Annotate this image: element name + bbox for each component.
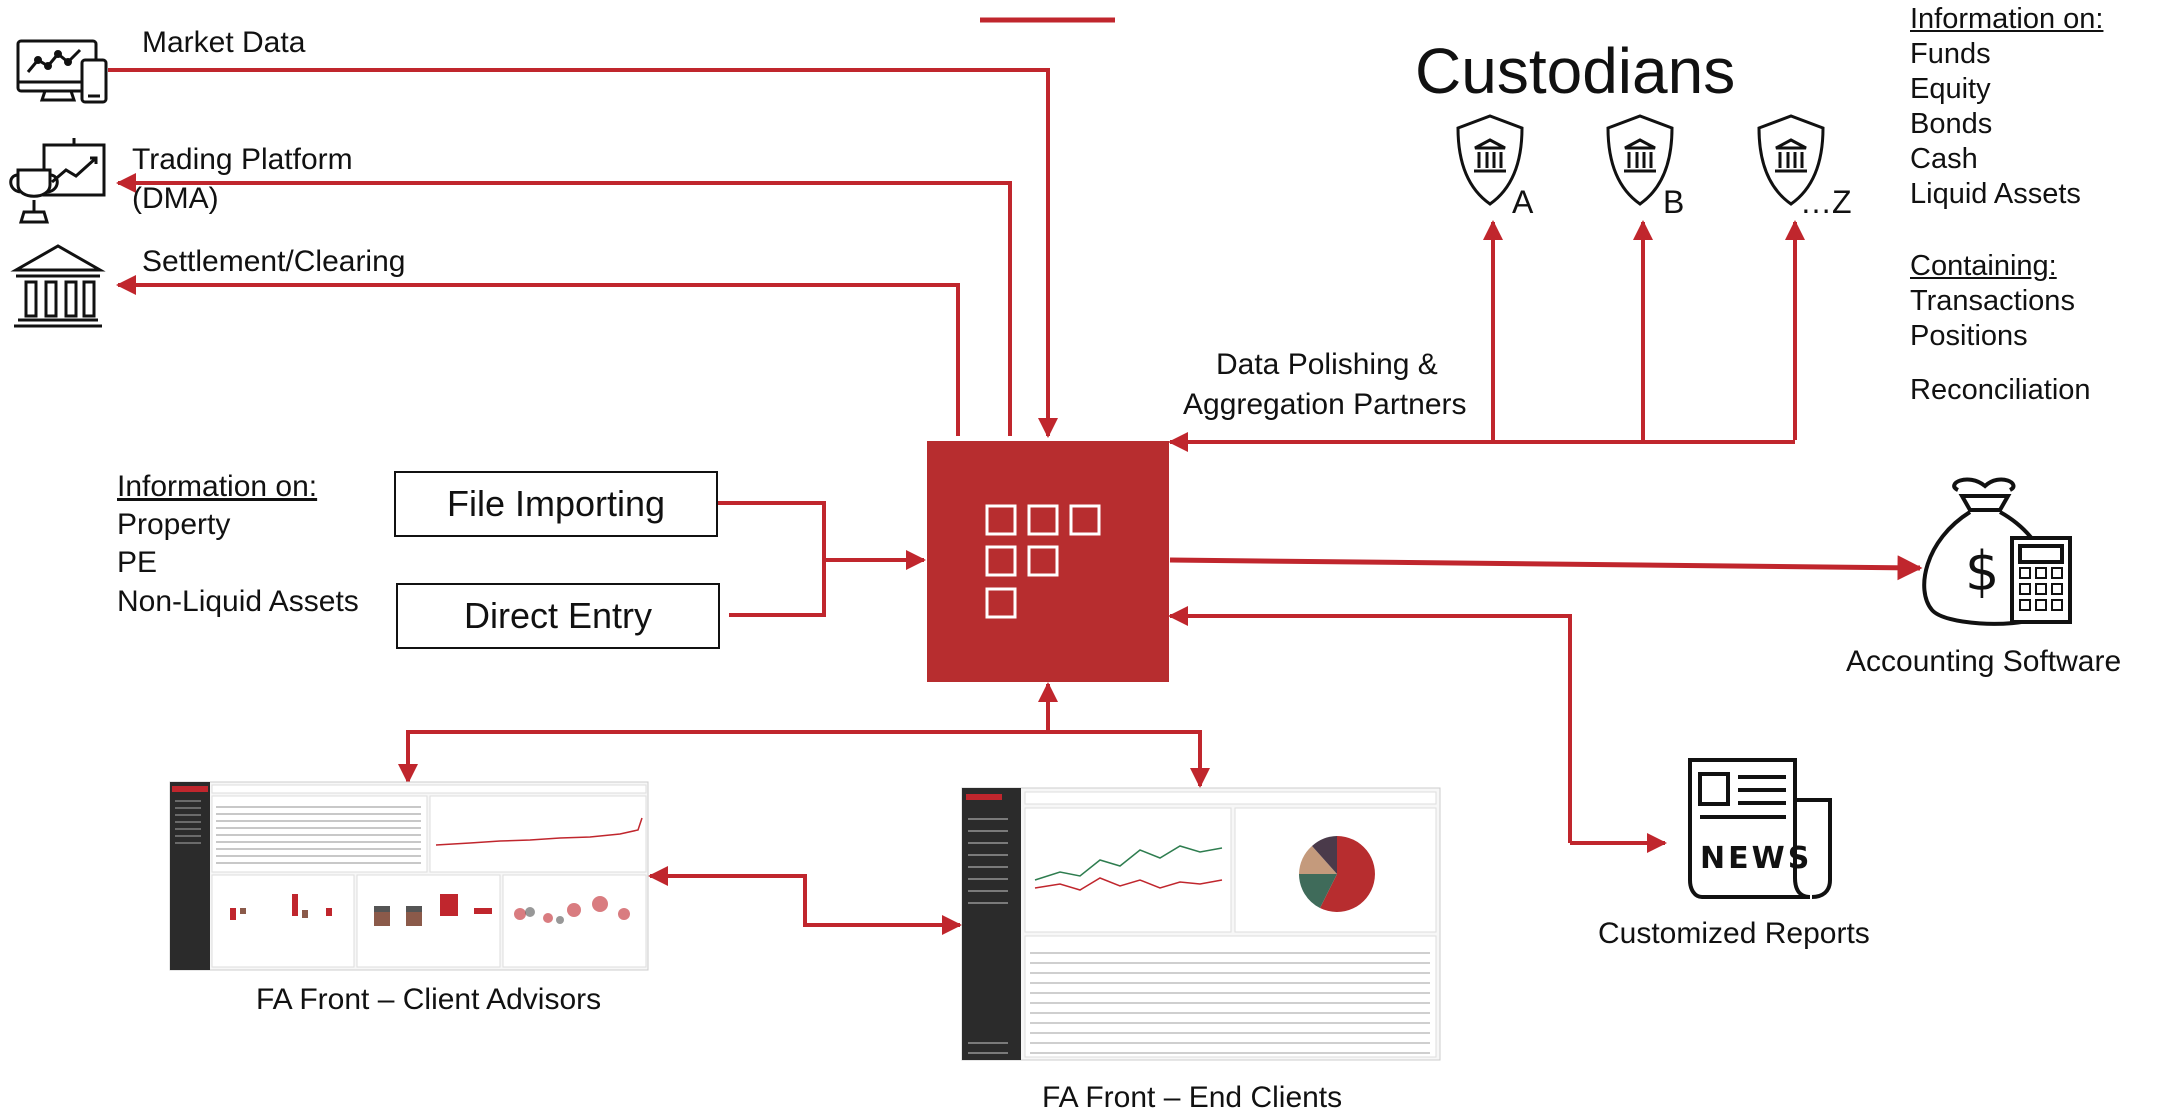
custodian-z-icon: [1757, 114, 1825, 206]
custodians-title: Custodians: [1415, 35, 1736, 107]
newspaper-icon: NEWS: [1688, 758, 1832, 899]
info-item-equity: Equity: [1910, 73, 1991, 105]
end-clients-screenshot: [961, 787, 1441, 1061]
fronts-link-connector: [648, 866, 962, 935]
accounting-software-label: Accounting Software: [1846, 645, 2122, 678]
end-clients-label: FA Front – End Clients: [1042, 1081, 1343, 1114]
manual-info-heading: Information on:: [117, 470, 318, 503]
manual-info-pe: PE: [117, 546, 158, 579]
file-import-connector: [717, 501, 826, 612]
trading-platform-sublabel: (DMA): [132, 182, 219, 215]
sidebar: [170, 782, 210, 970]
reconciliation-label: Reconciliation: [1910, 374, 2091, 406]
info-item-funds: Funds: [1910, 38, 1991, 70]
customized-reports-label: Customized Reports: [1598, 917, 1870, 950]
containing-item-transactions: Transactions: [1910, 285, 2075, 317]
hub-platform: [927, 441, 1169, 682]
client-advisors-screenshot: [169, 781, 649, 971]
custodian-info-list: Funds Equity Bonds Cash Liquid Assets: [1910, 37, 2081, 212]
trading-platform-label: Trading Platform: [132, 143, 353, 176]
partners-label-line2: Aggregation Partners: [1183, 388, 1467, 421]
containing-list: Transactions Positions: [1910, 284, 2075, 354]
trophy-chart-icon: [9, 138, 106, 224]
hub-logo-icon: [985, 504, 1101, 619]
money-bag-calculator-icon: $: [1922, 477, 2072, 626]
custodian-a-icon: [1456, 114, 1524, 206]
custodian-info-heading: Information on:: [1910, 3, 2104, 35]
client-advisors-label: FA Front – Client Advisors: [256, 983, 602, 1016]
containing-item-positions: Positions: [1910, 320, 2028, 352]
market-data-connector: [108, 68, 1058, 438]
hub-to-fronts-connector: [398, 730, 1210, 788]
trading-platform-connector: [116, 173, 1012, 436]
info-item-bonds: Bonds: [1910, 108, 1993, 140]
containing-heading: Containing:: [1910, 250, 2057, 282]
settlement-connector: [116, 275, 960, 436]
direct-entry-box: Direct Entry: [396, 583, 720, 649]
direct-entry-connector: [729, 560, 826, 617]
custodian-a-label: A: [1512, 184, 1534, 220]
custodian-z-label: …Z: [1800, 184, 1852, 220]
bank-icon: [10, 244, 106, 328]
manual-info-non-liquid: Non-Liquid Assets: [117, 585, 359, 618]
market-data-label: Market Data: [142, 26, 306, 59]
info-item-liquid-assets: Liquid Assets: [1910, 178, 2081, 210]
news-label: NEWS: [1700, 841, 1812, 876]
monitor-chart-icon: [16, 39, 108, 104]
sidebar: [962, 788, 1021, 1060]
settlement-label: Settlement/Clearing: [142, 245, 406, 278]
manual-info-property: Property: [117, 508, 231, 541]
file-importing-box: File Importing: [394, 471, 718, 537]
reports-to-hub-connector: [1168, 606, 1572, 843]
custodian-b-label: B: [1663, 184, 1685, 220]
svg-text:$: $: [1965, 540, 1999, 603]
partners-label-line1: Data Polishing &: [1216, 348, 1438, 381]
info-item-cash: Cash: [1910, 143, 1978, 175]
allocation-pie: [1299, 836, 1375, 912]
custodian-b-icon: [1606, 114, 1674, 206]
hub-to-accounting-connector: [1169, 555, 1923, 581]
